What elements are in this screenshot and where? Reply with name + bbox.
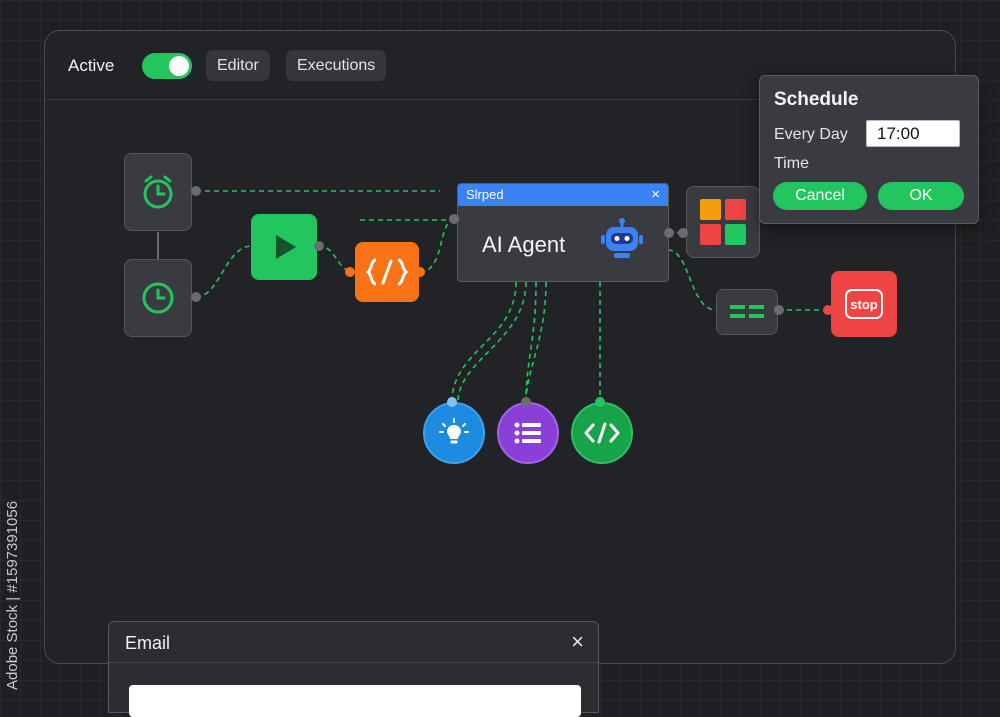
code-tag-icon (584, 422, 620, 444)
edge-agent-memory-b (525, 281, 537, 403)
timer-icon (143, 175, 173, 209)
clock-trigger-node[interactable] (124, 259, 192, 337)
code-input-port[interactable] (345, 267, 355, 277)
lightbulb-icon (439, 418, 469, 444)
memory-node[interactable] (497, 402, 559, 464)
timer-output-port[interactable] (191, 186, 201, 196)
schedule-trigger-node[interactable] (124, 153, 192, 231)
tab-executions[interactable]: Executions (286, 50, 387, 81)
memory-port[interactable] (521, 397, 531, 407)
email-panel: Email × (108, 621, 599, 717)
code-output-port[interactable] (415, 267, 425, 277)
edge-agent-idea (451, 281, 517, 403)
watermark: Adobe Stock | #1597391056 (4, 500, 21, 690)
schedule-title: Schedule (774, 89, 859, 110)
agent-title: AI Agent (482, 232, 566, 257)
tool-code-node[interactable] (571, 402, 633, 464)
play-output-port[interactable] (314, 241, 324, 251)
ok-button[interactable]: OK (878, 182, 964, 210)
robot-icon (601, 218, 643, 258)
compare-node[interactable] (716, 289, 778, 335)
email-input[interactable] (129, 685, 581, 717)
stop-node[interactable]: stop (831, 271, 897, 337)
manual-trigger-node[interactable] (251, 214, 317, 280)
agent-node-header-label: Slrped (466, 187, 504, 202)
active-toggle[interactable] (142, 53, 192, 79)
play-icon (276, 235, 296, 259)
grid-node[interactable] (686, 186, 760, 258)
time-input[interactable] (866, 120, 960, 147)
clock-output-port[interactable] (191, 292, 201, 302)
edge-code-agent (419, 219, 455, 273)
equals-icon (730, 305, 764, 318)
idea-model-node[interactable] (423, 402, 485, 464)
ai-agent-node[interactable]: Slrped × AI Agent (457, 183, 669, 282)
schedule-panel: Schedule Every Day Time Cancel OK (759, 75, 979, 224)
braces-code-icon (365, 258, 409, 286)
grid-input-port[interactable] (678, 228, 688, 238)
edge-clock-play (195, 245, 253, 298)
grid-apps-icon (700, 199, 746, 245)
time-label: Time (774, 155, 809, 172)
top-bar: Active Editor Executions (45, 31, 955, 100)
agent-node-header: Slrped × (458, 184, 668, 206)
active-label: Active (68, 56, 115, 75)
code-node[interactable] (355, 242, 419, 302)
stop-input-port[interactable] (823, 305, 833, 315)
stop-sign-icon: stop (845, 289, 883, 319)
compare-output-port[interactable] (774, 305, 784, 315)
every-day-label: Every Day (774, 126, 848, 143)
idea-port[interactable] (447, 397, 457, 407)
edge-agent-memory-a (457, 281, 527, 403)
agent-input-port[interactable] (449, 214, 459, 224)
toggle-knob (169, 56, 189, 76)
cancel-button[interactable]: Cancel (773, 182, 867, 210)
agent-close-button[interactable]: × (651, 186, 660, 203)
agent-output-port[interactable] (664, 228, 674, 238)
edge-agent-memory-c (525, 281, 547, 403)
tool-port[interactable] (595, 397, 605, 407)
email-title: Email (125, 633, 171, 653)
edge-agent-equals (667, 249, 717, 311)
email-close-button[interactable]: × (571, 629, 584, 654)
tab-editor[interactable]: Editor (206, 50, 270, 81)
email-divider (109, 662, 598, 663)
clock-icon (142, 282, 174, 314)
list-icon (514, 422, 541, 444)
stop-label: stop (850, 296, 878, 312)
